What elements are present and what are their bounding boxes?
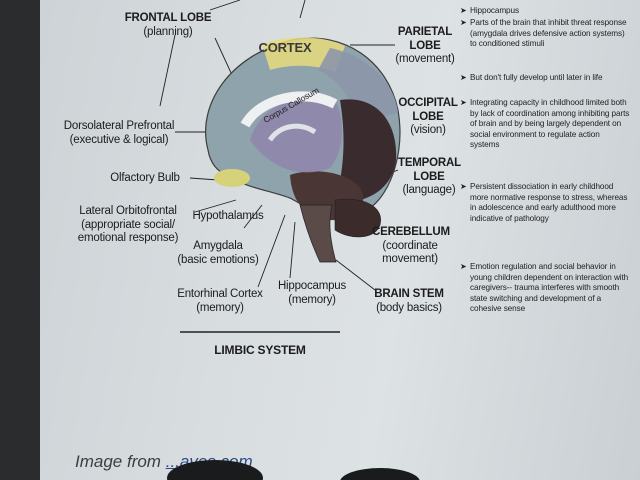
inner-arc [267,123,317,142]
lateral-orbitofrontal-label: Lateral Orbitofrontal(appropriate social… [77,205,179,245]
brain-stem-label: BRAIN STEM(body basics) [374,288,444,314]
bullet-item: ➤Hippocampus [460,6,519,15]
brain-stem-shape [299,204,337,263]
olfactory-bulb-shape [214,169,250,187]
entorhinal-cortex-label: Entorhinal Cortex(memory) [177,288,263,314]
cerebellum-region [334,198,381,238]
hippocampus-label: Hippocampus(memory) [277,280,347,306]
bullet-item: ➤Parts of the brain that inhibit threat … [460,18,627,48]
parietal-region [318,48,398,125]
corpus-callosum-shape [240,91,338,128]
cortex-label: CORTEX [258,40,312,55]
bullet-item: ➤Persistent dissociation in early childh… [460,182,628,223]
limbic-system-label: LIMBIC SYSTEM [214,343,306,357]
frontal-lobe-label: FRONTAL LOBE(planning) [124,12,212,38]
bullet-item: ➤Emotion regulation and social behavior … [460,262,629,313]
occipital-region [338,99,397,200]
dorsolateral-prefrontal-label: Dorsolateral Prefrontal(executive & logi… [63,120,175,146]
amygdala-label: Amygdala(basic emotions) [177,240,259,266]
bullet-item: ➤But don't fully develop until later in … [460,73,603,82]
hypothalamus-label: Hypothalamus [192,210,264,222]
limbic-region [250,96,342,173]
olfactory-bulb-label: Olfactory Bulb [110,172,180,184]
bullet-item: ➤Integrating capacity in childhood limit… [460,98,630,149]
